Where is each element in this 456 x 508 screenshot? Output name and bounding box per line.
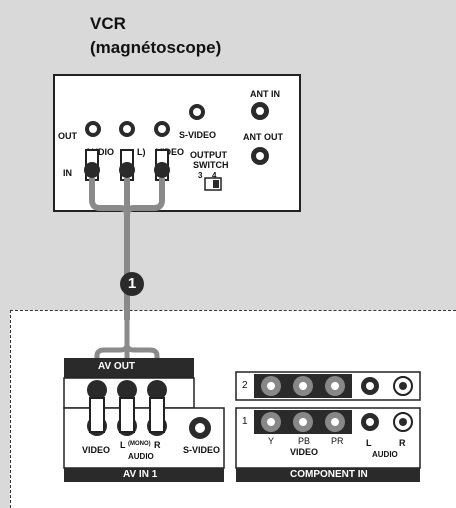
cable-right (124, 178, 165, 216)
vcr-switch-label: SWITCH (193, 160, 229, 170)
vcr-switch-3: 3 (198, 171, 203, 180)
tv-avout-jacks (87, 380, 167, 400)
component-pb-label: PB (298, 436, 311, 446)
component-r-label: R (399, 438, 406, 448)
tv-mono-label: (MONO) (128, 441, 151, 447)
tv-svideo-label: S-VIDEO (183, 445, 221, 455)
tv-avout-header (64, 358, 194, 378)
tv-avin1-bar (64, 468, 224, 482)
cable-audio-r (124, 320, 160, 410)
vcr-subtitle: (magnétoscope) (90, 38, 222, 57)
component-pr-label: PR (331, 436, 344, 446)
tv-avout-label: AV OUT (98, 361, 136, 372)
tv-avin-plugs (89, 397, 165, 433)
component-row2-label: 2 (242, 380, 248, 391)
vcr-svideo-jack (189, 104, 205, 120)
vcr-video-label: VIDEO (156, 147, 185, 157)
vcr-plugs (84, 149, 170, 181)
vcr-antin-label: ANT IN (250, 89, 280, 99)
tv-audio-label: AUDIO (128, 452, 154, 461)
tv-avin1-label: AV IN 1 (123, 469, 158, 480)
vcr-video-out-jack (154, 121, 170, 137)
vcr-out-jack (85, 121, 101, 137)
vcr-antout-jack (251, 147, 269, 165)
component-video-label: VIDEO (290, 447, 319, 457)
tv-l-label: L (120, 440, 126, 450)
vcr-audio-label: AUDIO (85, 147, 114, 157)
vcr-audio-out-jack (119, 121, 135, 137)
vcr-antin-jack (251, 102, 269, 120)
vcr-jacks (85, 102, 269, 191)
vcr-antout-label: ANT OUT (243, 132, 283, 142)
component-in-label: COMPONENT IN (290, 469, 368, 480)
vcr-svideo-label: S-VIDEO (179, 130, 217, 140)
tv-video-label: VIDEO (82, 445, 111, 455)
component-audio-label: AUDIO (372, 450, 398, 459)
vcr-audio-suffix: L) (137, 147, 146, 157)
vcr-in-label: IN (63, 168, 72, 178)
component-jacks (261, 376, 413, 432)
component-row1-label: 1 (242, 416, 248, 427)
vcr-out-label: OUT (58, 131, 77, 141)
step-1-badge: 1 (120, 272, 144, 296)
cable-left (89, 178, 130, 320)
component-in-bar (236, 468, 420, 482)
component-l-label: L (366, 438, 372, 448)
component-y-label: Y (268, 436, 275, 446)
vcr-title: VCR (90, 14, 126, 33)
tv-r-label: R (154, 440, 161, 450)
vcr-switch-4: 4 (212, 171, 217, 180)
vcr-output-label: OUTPUT (190, 150, 227, 160)
